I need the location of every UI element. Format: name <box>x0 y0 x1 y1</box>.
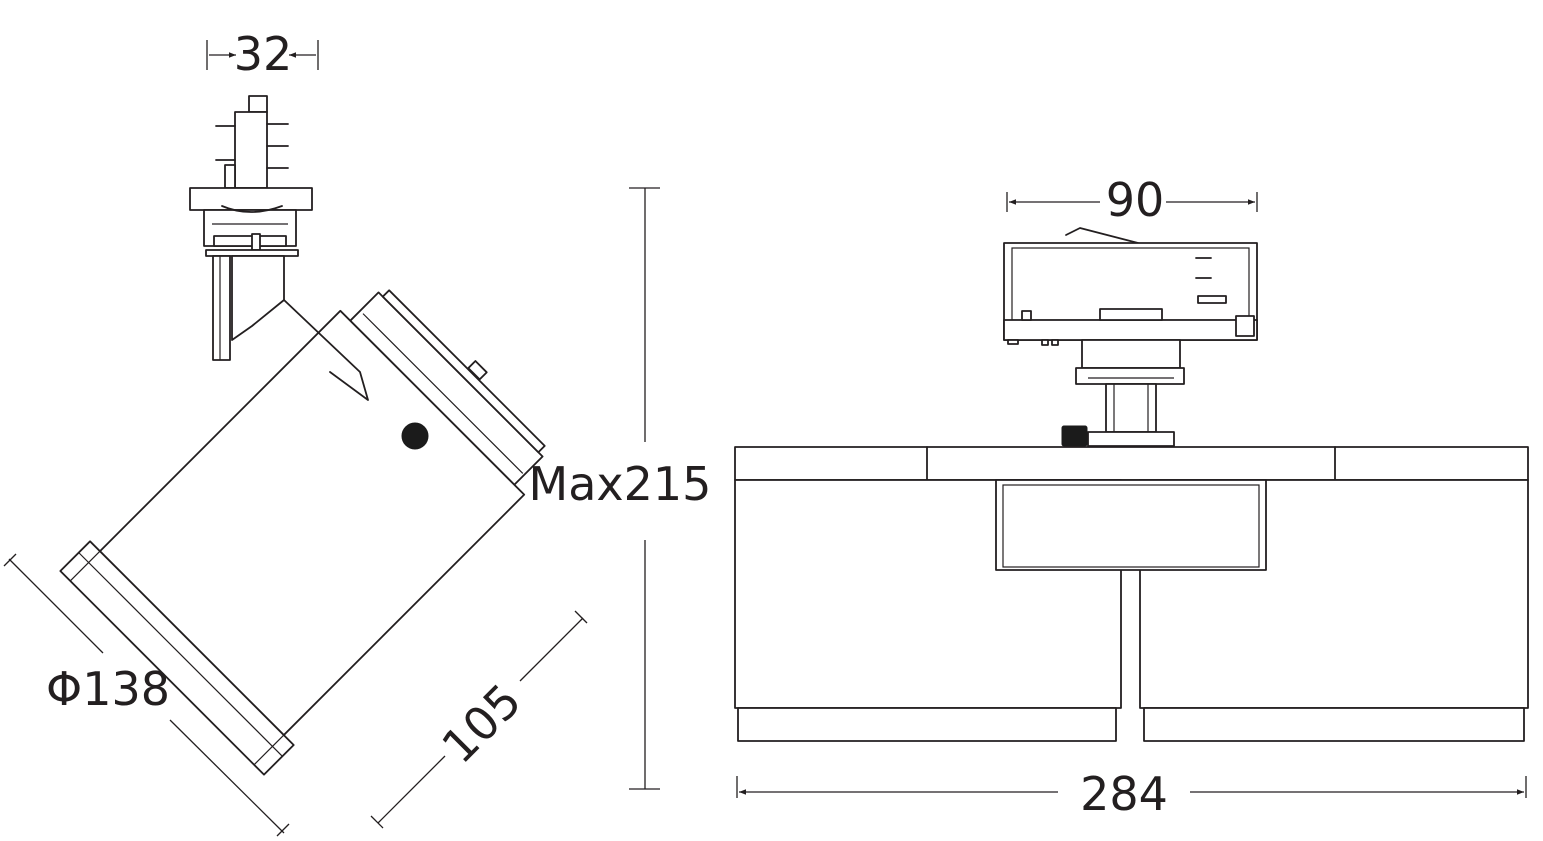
dimension-label-105: 105 <box>431 673 531 773</box>
dimension-label-32: 32 <box>234 27 293 81</box>
dimension-105: 105 <box>370 610 588 829</box>
dimension-label-max-height: Max215 <box>529 457 712 511</box>
front-view <box>734 227 1529 742</box>
dimension-diameter: Φ138 <box>3 553 290 837</box>
track-adapter-side <box>189 95 313 361</box>
dimension-284: 284 <box>736 767 1527 821</box>
dimension-90: 90 <box>1006 173 1258 227</box>
track-adapter-front <box>1003 227 1258 447</box>
dimension-label-diameter: Φ138 <box>46 662 170 716</box>
dimension-label-284: 284 <box>1080 767 1168 821</box>
side-view <box>59 95 546 776</box>
dimension-32: 32 <box>206 27 319 81</box>
adjustment-knob-side <box>401 422 429 450</box>
dimension-max-height: Max215 <box>529 187 712 790</box>
dimension-label-90: 90 <box>1106 173 1165 227</box>
spot-body-side <box>59 289 546 776</box>
twin-spot-body <box>734 446 1529 742</box>
adjustment-knob-front <box>1061 425 1088 447</box>
